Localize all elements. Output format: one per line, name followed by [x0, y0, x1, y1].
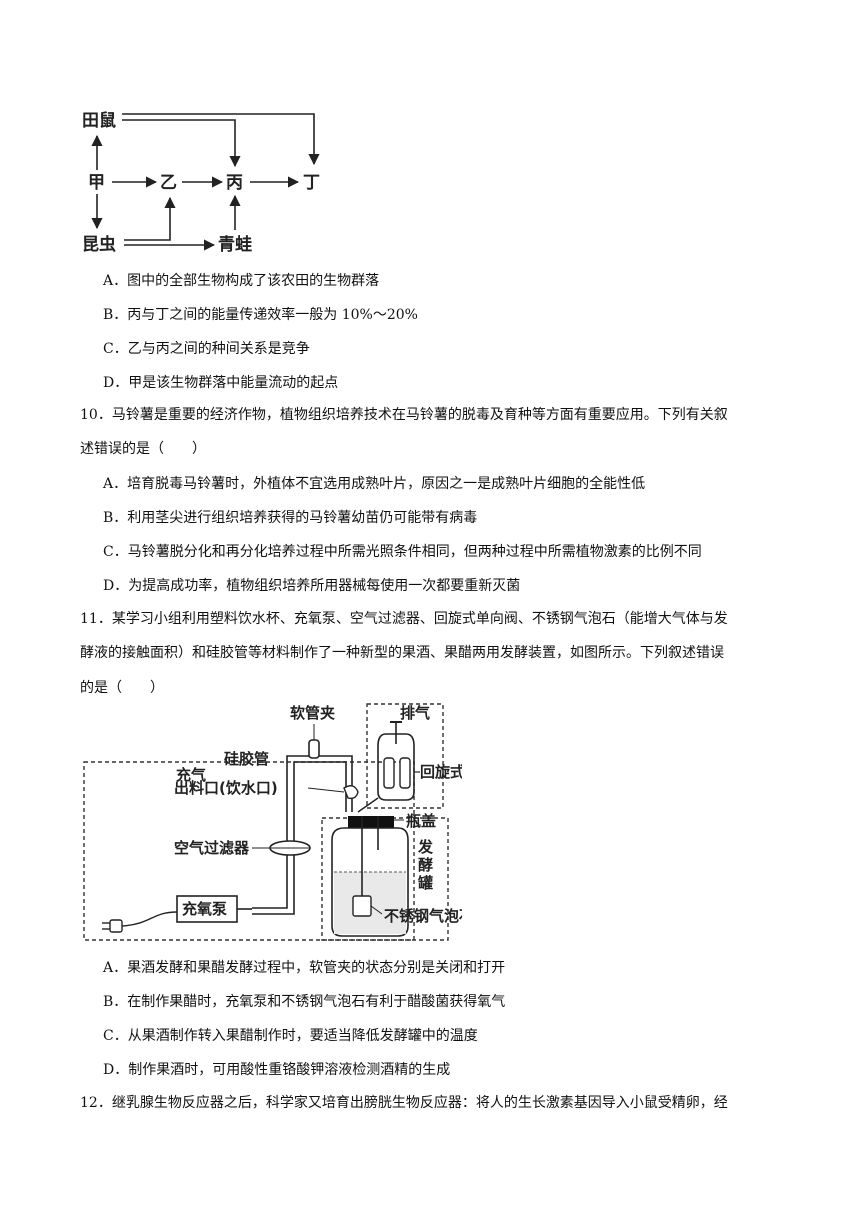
- node-ding: 丁: [303, 173, 320, 193]
- oxygen-pump: [176, 895, 238, 923]
- arrow-tianshu-bing: [122, 119, 241, 168]
- q10-option-b[interactable]: B．利用茎尖进行组织培养获得的马铃薯幼苗仍可能带有病毒: [103, 510, 478, 526]
- label-ruanguanjia: 软管夹: [290, 704, 335, 722]
- node-tianshu: 田鼠: [82, 110, 116, 131]
- q9-option-d[interactable]: D．甲是该生物群落中能量流动的起点: [103, 375, 339, 391]
- bottle-cap: [348, 816, 394, 828]
- node-jia: 甲: [88, 173, 105, 193]
- valve-chamber-right: [399, 757, 411, 789]
- label-jiao: 酵: [418, 856, 433, 874]
- label-kongqi: 空气过滤器: [174, 839, 250, 857]
- q11-stem-line3: 的是（ ）: [80, 680, 164, 696]
- q9-option-b[interactable]: B．丙与丁之间的能量传递效率一般为 10%～20%: [103, 307, 418, 323]
- q10-option-d[interactable]: D．为提高成功率，植物组织培养所用器械每使用一次都要重新灭菌: [103, 578, 521, 594]
- valve-u-tube: [377, 733, 415, 801]
- charging-dashed-box: [83, 761, 415, 941]
- q11-option-d[interactable]: D．制作果酒时，可用酸性重铬酸钾溶液检测酒精的生成: [103, 1062, 451, 1078]
- exhaust-dashed-box: [366, 703, 444, 809]
- pump-tube-inner: [252, 848, 295, 915]
- label-fa: 发: [417, 838, 434, 856]
- label-chuliaokou: 出料口(饮水口): [174, 779, 278, 797]
- arrow-kunchong-yi: [124, 196, 176, 241]
- label-guan: 罐: [417, 874, 433, 892]
- q11-stem-line2: 酵液的接触面积）和硅胶管等材料制作了一种新型的果酒、果醋两用发酵装置，如图所示。…: [80, 645, 724, 661]
- label-paiqi: 排气: [400, 704, 430, 722]
- outlet-tap: [343, 785, 359, 800]
- q10-option-c[interactable]: C．马铃薯脱分化和再分化培养过程中所需光照条件相同，但两种过程中所需植物激素的比…: [103, 544, 702, 560]
- label-guijiaoguan: 硅胶管: [224, 750, 269, 768]
- q10-option-a[interactable]: A．培育脱毒马铃薯时，外植体不宜选用成熟叶片，原因之一是成熟叶片细胞的全能性低: [103, 476, 646, 492]
- node-qingwa: 青蛙: [218, 234, 252, 255]
- q9-option-a[interactable]: A．图中的全部生物构成了该农田的生物群落: [103, 273, 380, 289]
- q12-stem-line1: 12．继乳腺生物反应器之后，科学家又培育出膀胱生物反应器：将人的生长激素基因导入…: [80, 1095, 728, 1111]
- label-chongyangbeng: 充氧泵: [182, 900, 227, 918]
- fermentation-apparatus-diagram: 排气 软管夹 回旋式单向阀 充气 硅胶管 出料口(饮水口) 瓶盖 空气过滤器 发…: [83, 703, 462, 941]
- q10-stem-line1: 10．马铃薯是重要的经济作物，植物组织培养技术在马铃薯的脱毒及育种等方面有重要应…: [80, 407, 728, 423]
- label-buxiugang: 不锈钢气泡石: [384, 907, 462, 925]
- outlet-leader: [307, 787, 345, 793]
- q11-option-c[interactable]: C．从果酒制作转入果醋制作时，要适当降低发酵罐中的温度: [103, 1028, 478, 1044]
- exhaust-connection: [357, 797, 379, 813]
- node-yi: 乙: [160, 173, 177, 193]
- airstone: [352, 895, 372, 917]
- node-kunchong: 昆虫: [82, 234, 116, 255]
- label-chongqi: 充气: [176, 766, 206, 784]
- q10-stem-line2: 述错误的是（ ）: [80, 441, 206, 457]
- power-cable: [121, 911, 178, 927]
- q9-option-c[interactable]: C．乙与丙之间的种间关系是竞争: [103, 341, 310, 357]
- label-pinggai: 瓶盖: [406, 812, 436, 830]
- arrow-tianshu-ding: [122, 113, 320, 166]
- pump-tube-outer: [252, 848, 288, 909]
- airstone-leader: [370, 905, 383, 915]
- q11-option-b[interactable]: B．在制作果醋时，充氧泵和不锈钢气泡石有利于醋酸菌获得氧气: [103, 994, 506, 1010]
- label-huixuan: 回旋式单向阀: [420, 763, 462, 781]
- hose-clamp: [308, 739, 320, 759]
- food-web-diagram: 田鼠 甲 乙 丙 丁 昆虫 青蛙: [82, 110, 320, 255]
- q11-option-a[interactable]: A．果酒发酵和果醋发酵过程中，软管夹的状态分别是关闭和打开: [103, 960, 506, 976]
- node-bing: 丙: [226, 173, 243, 193]
- power-plug: [109, 919, 123, 933]
- valve-chamber-left: [383, 757, 395, 789]
- q11-stem-line1: 11．某学习小组利用塑料饮水杯、充氧泵、空气过滤器、回旋式单向阀、不锈钢气泡石（…: [80, 611, 728, 627]
